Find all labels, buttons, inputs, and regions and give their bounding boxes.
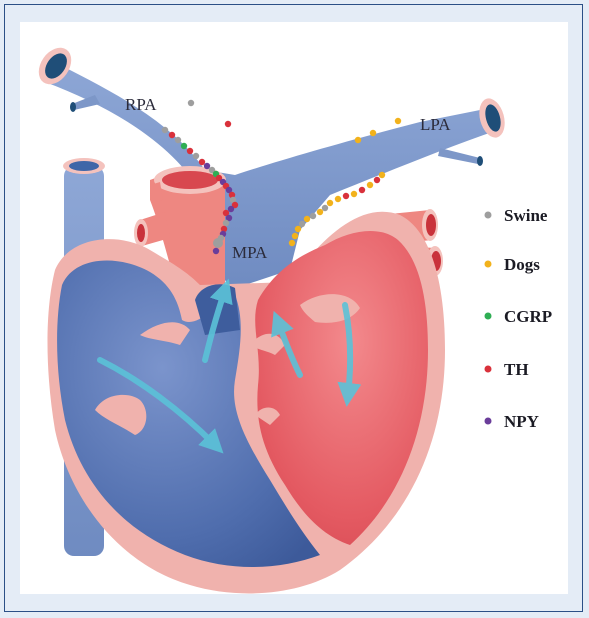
marker-dot-th (374, 177, 380, 183)
marker-dot-swine (213, 238, 223, 248)
marker-dot-swine (175, 137, 181, 143)
marker-dot-dogs (355, 137, 361, 143)
marker-dot-dogs (292, 233, 298, 239)
marker-dot-swine (162, 127, 168, 133)
marker-dot-npy (228, 206, 234, 212)
marker-dot-npy (204, 163, 210, 169)
marker-dot-dogs (351, 191, 357, 197)
marker-dot-th (187, 148, 193, 154)
legend-label-dogs: Dogs (504, 255, 540, 274)
marker-dot-dogs (379, 172, 385, 178)
legend-dot-npy (485, 418, 492, 425)
legend-dot-th (485, 366, 492, 373)
marker-dot-dogs (295, 226, 301, 232)
marker-dot-swine (310, 213, 316, 219)
marker-dot-npy (213, 248, 219, 254)
marker-dot-dogs (370, 130, 376, 136)
marker-dot-dogs (367, 182, 373, 188)
marker-dot-th (343, 193, 349, 199)
marker-dot-cgrp (181, 143, 187, 149)
marker-dot-dogs (317, 209, 323, 215)
legend-label-cgrp: CGRP (504, 307, 552, 326)
marker-dot-swine (193, 153, 199, 159)
marker-dot-swine (299, 221, 305, 227)
marker-dot-dogs (304, 216, 310, 222)
legend-label-th: TH (504, 360, 529, 379)
label-mpa: MPA (232, 243, 268, 262)
marker-dot-dogs (327, 200, 333, 206)
label-rpa: RPA (125, 95, 157, 114)
marker-dot-swine (188, 100, 194, 106)
marker-dot-swine (223, 220, 229, 226)
marker-dot-th (359, 187, 365, 193)
legend-dot-swine (485, 212, 492, 219)
marker-dot-th (199, 159, 205, 165)
legend-label-swine: Swine (504, 206, 548, 225)
marker-dot-th (169, 132, 175, 138)
legend-dot-dogs (485, 261, 492, 268)
marker-dot-dogs (335, 196, 341, 202)
marker-dot-th (225, 121, 231, 127)
legend-label-npy: NPY (504, 412, 539, 431)
marker-dot-dogs (289, 240, 295, 246)
legend-dot-cgrp (485, 313, 492, 320)
marker-dot-swine (322, 205, 328, 211)
marker-dot-dogs (395, 118, 401, 124)
label-lpa: LPA (420, 115, 451, 134)
